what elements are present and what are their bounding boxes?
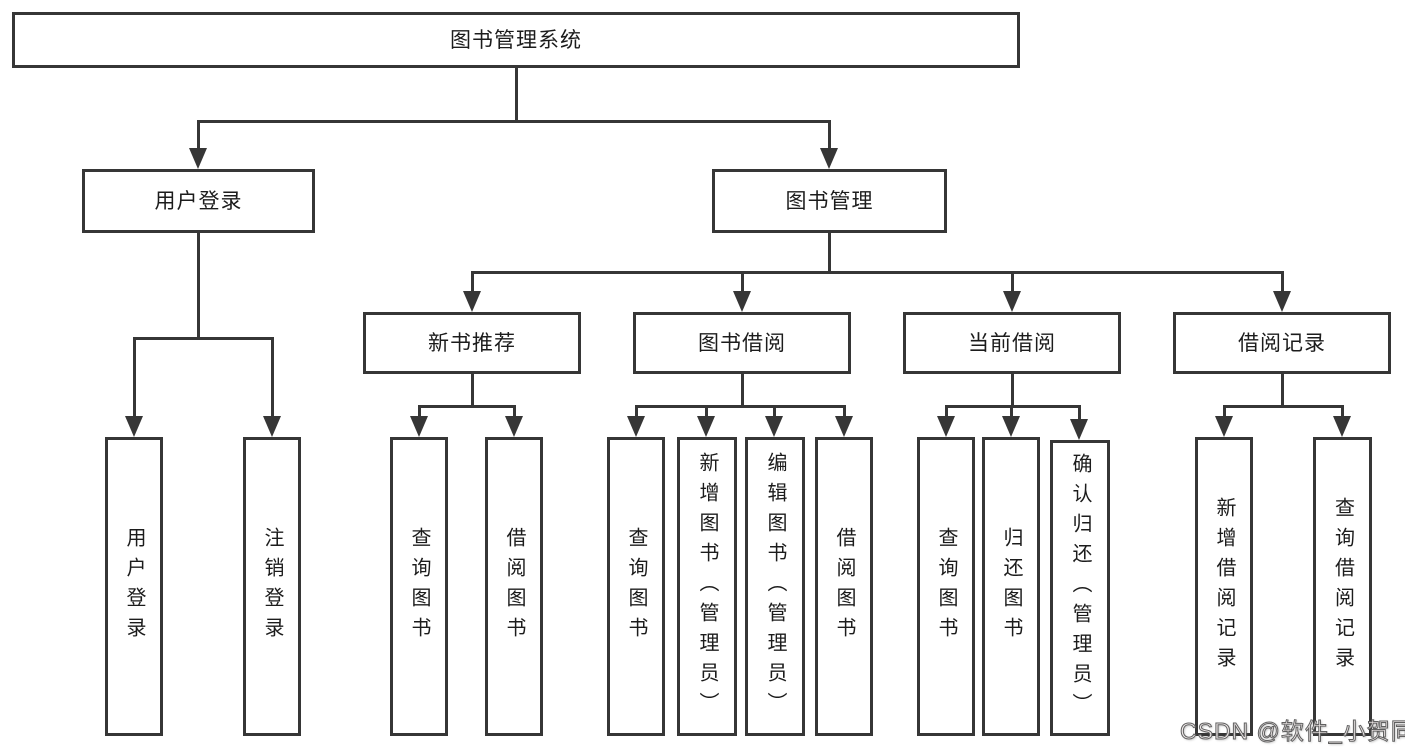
arrow-down-icon bbox=[263, 416, 281, 437]
node-label: 借阅记录 bbox=[1238, 330, 1326, 355]
leaf-label: 新增图书（管理员） bbox=[696, 451, 718, 722]
connector-line bbox=[196, 120, 831, 123]
leaf-query-book-borrow: 查询图书 bbox=[607, 437, 665, 736]
leaf-query-borrow-record: 查询借阅记录 bbox=[1313, 437, 1372, 736]
node-new-book-recommend: 新书推荐 bbox=[363, 312, 581, 374]
arrow-down-icon bbox=[189, 148, 207, 169]
connector-line bbox=[634, 405, 638, 418]
arrow-down-icon bbox=[697, 416, 715, 437]
connector-line bbox=[1280, 271, 1284, 293]
connector-line bbox=[132, 337, 274, 340]
connector-line bbox=[470, 271, 1284, 274]
arrow-down-icon bbox=[1333, 416, 1351, 437]
leaf-query-book-recommend: 查询图书 bbox=[390, 437, 448, 736]
node-book-borrow: 图书借阅 bbox=[633, 312, 851, 374]
arrow-down-icon bbox=[463, 291, 481, 312]
leaf-add-book-admin: 新增图书（管理员） bbox=[677, 437, 737, 736]
node-borrow-record: 借阅记录 bbox=[1173, 312, 1391, 374]
arrow-down-icon bbox=[1070, 419, 1088, 440]
leaf-label: 编辑图书（管理员） bbox=[764, 451, 786, 722]
connector-line bbox=[944, 405, 948, 418]
node-book-management: 图书管理 bbox=[712, 169, 947, 233]
arrow-down-icon bbox=[765, 416, 783, 437]
leaf-label: 用户登录 bbox=[123, 526, 145, 647]
connector-line bbox=[417, 405, 516, 408]
leaf-borrow-book-recommend: 借阅图书 bbox=[485, 437, 543, 736]
arrow-down-icon bbox=[1003, 291, 1021, 312]
node-label: 当前借阅 bbox=[968, 330, 1056, 355]
leaf-edit-book-admin: 编辑图书（管理员） bbox=[745, 437, 805, 736]
connector-line bbox=[470, 271, 474, 293]
connector-line bbox=[740, 374, 744, 405]
connector-line bbox=[827, 233, 831, 271]
leaf-label: 查询借阅记录 bbox=[1331, 496, 1354, 677]
node-label: 用户登录 bbox=[154, 188, 243, 213]
node-label: 图书管理系统 bbox=[450, 27, 582, 52]
connector-line bbox=[1222, 405, 1226, 418]
node-library-system: 图书管理系统 bbox=[12, 12, 1020, 68]
connector-line bbox=[514, 68, 518, 120]
node-label: 图书管理 bbox=[785, 188, 874, 213]
node-label: 图书借阅 bbox=[698, 330, 786, 355]
leaf-label: 借阅图书 bbox=[503, 526, 525, 647]
arrow-down-icon bbox=[937, 416, 955, 437]
arrow-down-icon bbox=[505, 416, 523, 437]
connector-line bbox=[634, 405, 846, 408]
connector-line bbox=[132, 337, 136, 418]
connector-line bbox=[1010, 374, 1014, 405]
leaf-logout: 注销登录 bbox=[243, 437, 301, 736]
leaf-label: 查询图书 bbox=[408, 526, 430, 647]
node-current-borrow: 当前借阅 bbox=[903, 312, 1121, 374]
connector-line bbox=[470, 374, 474, 405]
connector-line bbox=[704, 405, 708, 418]
leaf-label: 借阅图书 bbox=[833, 526, 855, 647]
arrow-down-icon bbox=[1002, 416, 1020, 437]
leaf-label: 查询图书 bbox=[935, 526, 957, 647]
arrow-down-icon bbox=[820, 148, 838, 169]
connector-line bbox=[944, 405, 1081, 408]
connector-line bbox=[1222, 405, 1344, 408]
connector-line bbox=[196, 233, 200, 337]
arrow-down-icon bbox=[627, 416, 645, 437]
node-label: 新书推荐 bbox=[428, 330, 516, 355]
leaf-add-borrow-record: 新增借阅记录 bbox=[1195, 437, 1253, 736]
arrow-down-icon bbox=[1215, 416, 1233, 437]
connector-line bbox=[417, 405, 421, 418]
connector-line bbox=[772, 405, 776, 418]
leaf-label: 新增借阅记录 bbox=[1213, 496, 1235, 677]
leaf-label: 归还图书 bbox=[1000, 526, 1022, 647]
connector-line bbox=[270, 337, 274, 418]
arrow-down-icon bbox=[125, 416, 143, 437]
arrow-down-icon bbox=[1273, 291, 1291, 312]
connector-line bbox=[1009, 405, 1013, 418]
leaf-label: 注销登录 bbox=[261, 526, 283, 647]
leaf-borrow-book: 借阅图书 bbox=[815, 437, 873, 736]
node-user-login: 用户登录 bbox=[82, 169, 315, 233]
connector-line bbox=[842, 405, 846, 418]
connector-line bbox=[827, 120, 831, 149]
leaf-label: 确认归还（管理员） bbox=[1069, 453, 1091, 723]
leaf-user-login: 用户登录 bbox=[105, 437, 163, 736]
csdn-watermark: CSDN @软件_小贺同学 bbox=[1180, 718, 1405, 745]
arrow-down-icon bbox=[733, 291, 751, 312]
leaf-confirm-return-admin: 确认归还（管理员） bbox=[1050, 440, 1110, 736]
arrow-down-icon bbox=[835, 416, 853, 437]
leaf-return-book: 归还图书 bbox=[982, 437, 1040, 736]
leaf-label: 查询图书 bbox=[625, 526, 647, 647]
connector-line bbox=[740, 271, 744, 293]
connector-line bbox=[1340, 405, 1344, 418]
leaf-query-book-current: 查询图书 bbox=[917, 437, 975, 736]
connector-line bbox=[512, 405, 516, 418]
connector-line bbox=[1280, 374, 1284, 405]
arrow-down-icon bbox=[410, 416, 428, 437]
connector-line bbox=[196, 120, 200, 149]
connector-line bbox=[1077, 405, 1081, 421]
connector-line bbox=[1010, 271, 1014, 293]
